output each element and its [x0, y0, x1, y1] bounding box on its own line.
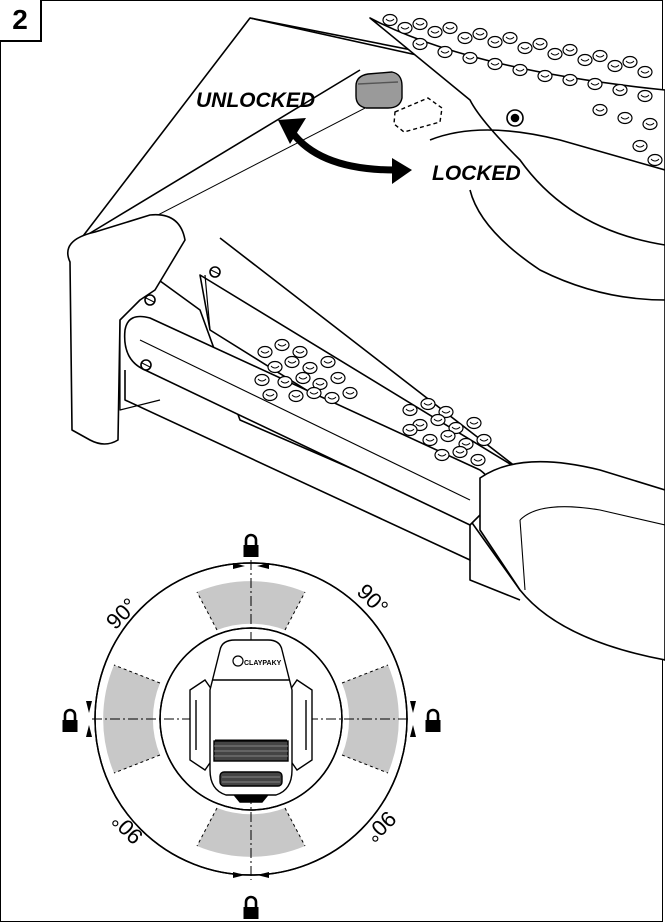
- step-number-badge: 2: [0, 0, 42, 42]
- lock-lever: [355, 71, 443, 133]
- curved-double-arrow-icon: [278, 118, 412, 184]
- fixture-base-drawing: [67, 17, 665, 661]
- padlock-icon-left: [61, 708, 79, 734]
- padlock-icon-right: [424, 708, 442, 734]
- padlock-icon-bottom: [242, 895, 260, 921]
- angle-label-bottom-right: 90°: [360, 806, 401, 847]
- fixture-top-view: CLAYPAKY: [189, 639, 313, 803]
- angle-label-top-left: 90°: [101, 593, 142, 634]
- unlocked-label: UNLOCKED: [196, 89, 315, 112]
- brand-logo: CLAYPAKY: [244, 660, 282, 667]
- locked-label: LOCKED: [432, 162, 521, 185]
- rotation-diagram: 90° 90° 90° 90° CLAYPAKY: [61, 533, 442, 921]
- angle-label-bottom-left: 90°: [107, 808, 148, 849]
- angle-label-top-right: 90°: [352, 579, 393, 620]
- padlock-icon-top: [242, 533, 260, 559]
